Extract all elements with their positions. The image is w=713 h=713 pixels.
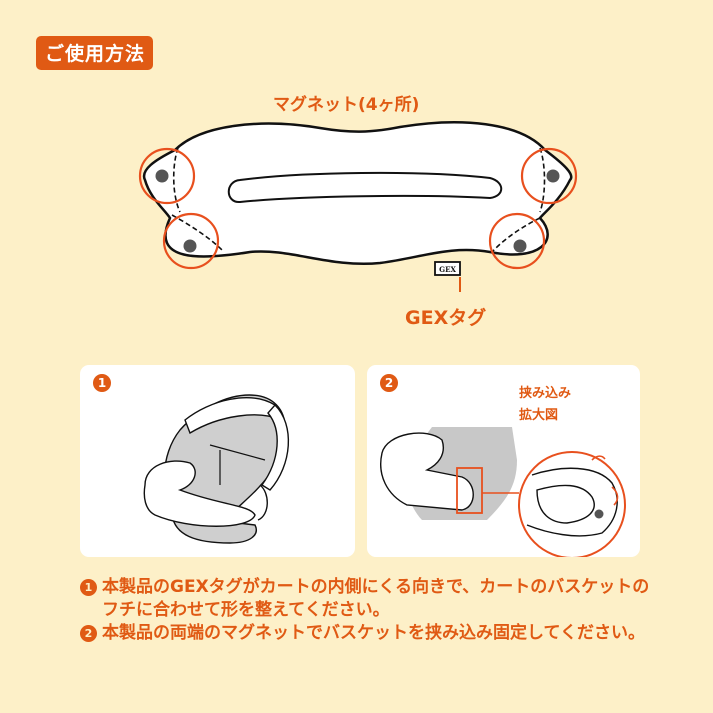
product-diagram: GEX bbox=[138, 121, 578, 292]
magnet-dot bbox=[546, 169, 560, 183]
instruction-item: 1 本製品のGEXタグがカートの内側にくる向きで、カートのバスケットのフチに合わ… bbox=[80, 576, 660, 622]
page-title: ご使用方法 bbox=[36, 36, 154, 70]
instruction-number: 1 bbox=[80, 579, 97, 596]
svg-text:GEX: GEX bbox=[439, 265, 456, 274]
magnet-highlight bbox=[162, 212, 220, 270]
stroller-seat-illustration bbox=[143, 394, 290, 544]
gex-tag bbox=[434, 261, 461, 276]
magnet-dot bbox=[513, 239, 527, 253]
instruction-number: 2 bbox=[80, 625, 97, 642]
step-number-badge: 2 bbox=[380, 374, 398, 392]
step-2-panel: 2 挟み込み 拡大図 bbox=[367, 365, 640, 557]
instructions-list: 1 本製品のGEXタグがカートの内側にくる向きで、カートのバスケットのフチに合わ… bbox=[80, 576, 660, 645]
instruction-text: 本製品の両端のマグネットでバスケットを挟み込み固定してください。 bbox=[102, 623, 645, 643]
magnet-dot bbox=[183, 239, 197, 253]
cushion-slot bbox=[227, 171, 503, 204]
magnet-highlight bbox=[520, 147, 578, 205]
magnet-label: マグネット(4ヶ所) bbox=[273, 95, 420, 115]
magnet-highlight bbox=[138, 147, 196, 205]
gex-tag-label: GEXタグ bbox=[405, 307, 487, 329]
magnet-highlight bbox=[488, 212, 546, 270]
zoom-label: 挟み込み 拡大図 bbox=[519, 383, 571, 427]
step-1-panel: 1 bbox=[80, 365, 355, 557]
attachment-closeup-illustration bbox=[380, 427, 626, 557]
instruction-text: 本製品のGEXタグがカートの内側にくる向きで、カートのバスケットのフチに合わせて… bbox=[102, 577, 650, 620]
zoom-label-line2: 拡大図 bbox=[519, 408, 559, 423]
instruction-item: 2 本製品の両端のマグネットでバスケットを挟み込み固定してください。 bbox=[80, 622, 660, 645]
zoom-label-line1: 挟み込み bbox=[519, 386, 572, 401]
step-number-badge: 1 bbox=[93, 374, 111, 392]
magnet-dot bbox=[155, 169, 169, 183]
